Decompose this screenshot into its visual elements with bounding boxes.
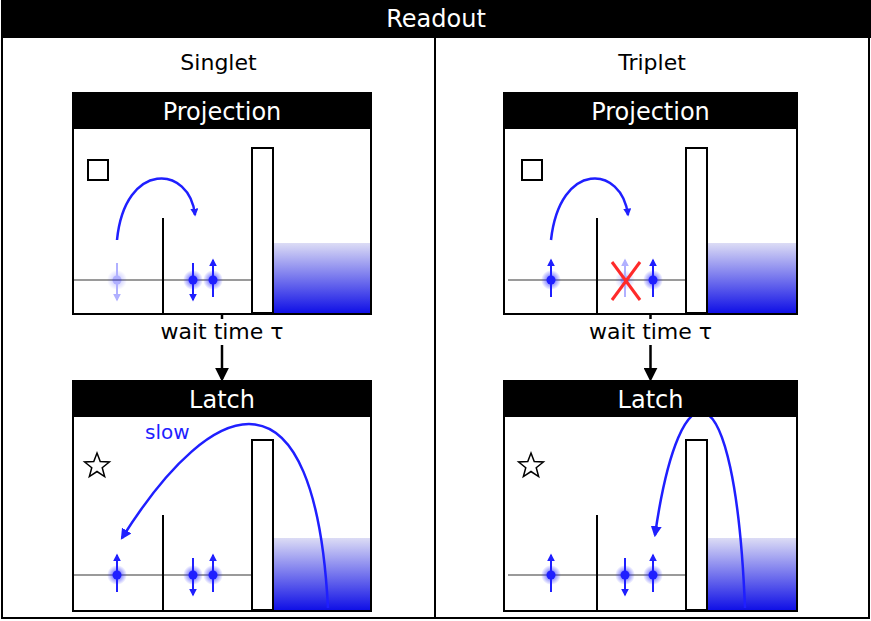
column-title: Singlet (3, 50, 434, 76)
tunnel-arrow (122, 424, 328, 608)
reservoir-barrier (252, 440, 273, 610)
tunnel-barrier (162, 515, 164, 610)
spin-arrow (192, 558, 194, 595)
electron-spin (183, 558, 203, 595)
projection-panel: Projection (72, 92, 372, 315)
tunnel-arrow (117, 178, 195, 240)
column-divider (434, 38, 436, 619)
electron-spin (541, 555, 561, 592)
blocked-cross (612, 262, 640, 300)
panel-header: Latch (74, 382, 370, 417)
spin-arrow (212, 555, 214, 592)
latch-panel: Latch slow (72, 380, 372, 612)
column-title: Triplet (437, 50, 867, 76)
tunnel-barrier (162, 218, 164, 313)
spin-arrow (192, 263, 194, 300)
panel-header: Latch (505, 382, 796, 417)
electron-spin (107, 555, 127, 592)
tunnel-barrier (596, 515, 598, 610)
edge-label: wait time τ (585, 319, 716, 345)
reservoir-barrier (686, 440, 707, 610)
spin-arrow (652, 260, 654, 297)
tunnel-arrow (551, 178, 628, 240)
electron-reservoir (708, 538, 796, 610)
spin-arrow (550, 260, 552, 297)
reservoir-barrier (252, 148, 273, 313)
latch-symbol (519, 453, 544, 477)
rate-note: slow (145, 420, 190, 444)
electron-spin (203, 260, 223, 297)
spin-arrow (550, 555, 552, 592)
electron-spin (643, 260, 663, 297)
spin-arrow (116, 555, 118, 592)
tunnel-barrier (596, 218, 598, 313)
latch-panel: Latch (503, 380, 798, 612)
latch-symbol (85, 453, 110, 477)
electron-reservoir (274, 243, 370, 313)
electron-spin (107, 263, 127, 300)
spin-arrow (212, 260, 214, 297)
projection-symbol (522, 160, 542, 180)
title-bar: Readout (1, 0, 871, 38)
spin-arrow (624, 558, 626, 595)
reservoir-barrier (686, 148, 707, 313)
panel-header: Projection (74, 94, 370, 129)
electron-spin (643, 555, 663, 592)
electron-spin (203, 555, 223, 592)
spin-arrow (652, 555, 654, 592)
panel-header: Projection (505, 94, 796, 129)
electron-spin (183, 263, 203, 300)
electron-spin (541, 260, 561, 297)
electron-reservoir (708, 243, 796, 313)
projection-symbol (88, 160, 108, 180)
projection-panel: Projection (503, 92, 798, 315)
blocked-cross (612, 262, 640, 300)
edge-label: wait time τ (156, 319, 287, 345)
tunnel-arrow (655, 412, 745, 608)
spin-arrow (116, 263, 118, 300)
electron-spin (615, 558, 635, 595)
